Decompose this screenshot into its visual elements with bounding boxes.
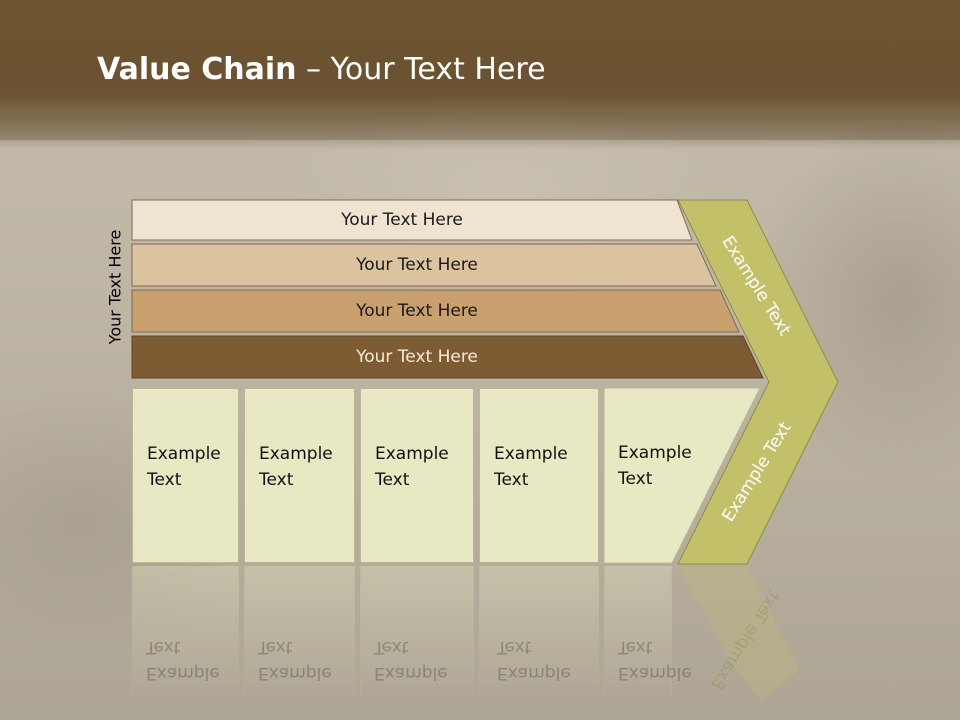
title-bar (0, 0, 960, 150)
slide-title[interactable]: Value Chain – Your Text Here (97, 52, 546, 87)
column-3-line1: Example (375, 444, 449, 464)
column-1-line1: Example (147, 444, 221, 464)
band-shape-4[interactable] (131, 335, 764, 379)
band-2: Your Text Here (132, 245, 722, 285)
band-shape-1[interactable] (131, 199, 693, 241)
column-5-line1: Example (618, 443, 692, 463)
column-5-line2: Text (618, 469, 653, 489)
column-4-line1: Example (494, 444, 568, 464)
column-3-line2: Text (375, 470, 410, 490)
band-4: Your Text Here (132, 337, 722, 377)
column-4-reflection (479, 566, 599, 696)
column-5[interactable]: Example Text (604, 388, 714, 563)
slide-title-bold: Value Chain (97, 52, 297, 87)
column-2[interactable]: Example Text (244, 388, 355, 563)
band-2-label: Your Text Here (356, 255, 478, 275)
column-1[interactable]: Example Text (132, 388, 239, 563)
band-1-label: Your Text Here (341, 210, 463, 230)
chevron-reflection (678, 566, 800, 700)
column-3[interactable]: Example Text (360, 388, 474, 563)
column-2-line1: Example (259, 444, 333, 464)
column-2-reflection (244, 566, 355, 696)
column-1-reflection (132, 566, 239, 696)
column-4[interactable]: Example Text (479, 388, 599, 563)
column-1-line2: Text (147, 470, 182, 490)
column-2-line2: Text (259, 470, 294, 490)
column-4-line2: Text (494, 470, 529, 490)
band-shape-2[interactable] (131, 243, 717, 287)
band-1: Your Text Here (132, 200, 692, 240)
column-3-reflection (360, 566, 474, 696)
band-shape-3[interactable] (131, 289, 740, 333)
band-4-label: Your Text Here (356, 347, 478, 367)
column-5-reflection (604, 566, 672, 696)
band-3-label: Your Text Here (356, 301, 478, 321)
band-3: Your Text Here (132, 291, 722, 331)
slide-title-rest: – Your Text Here (296, 52, 546, 87)
